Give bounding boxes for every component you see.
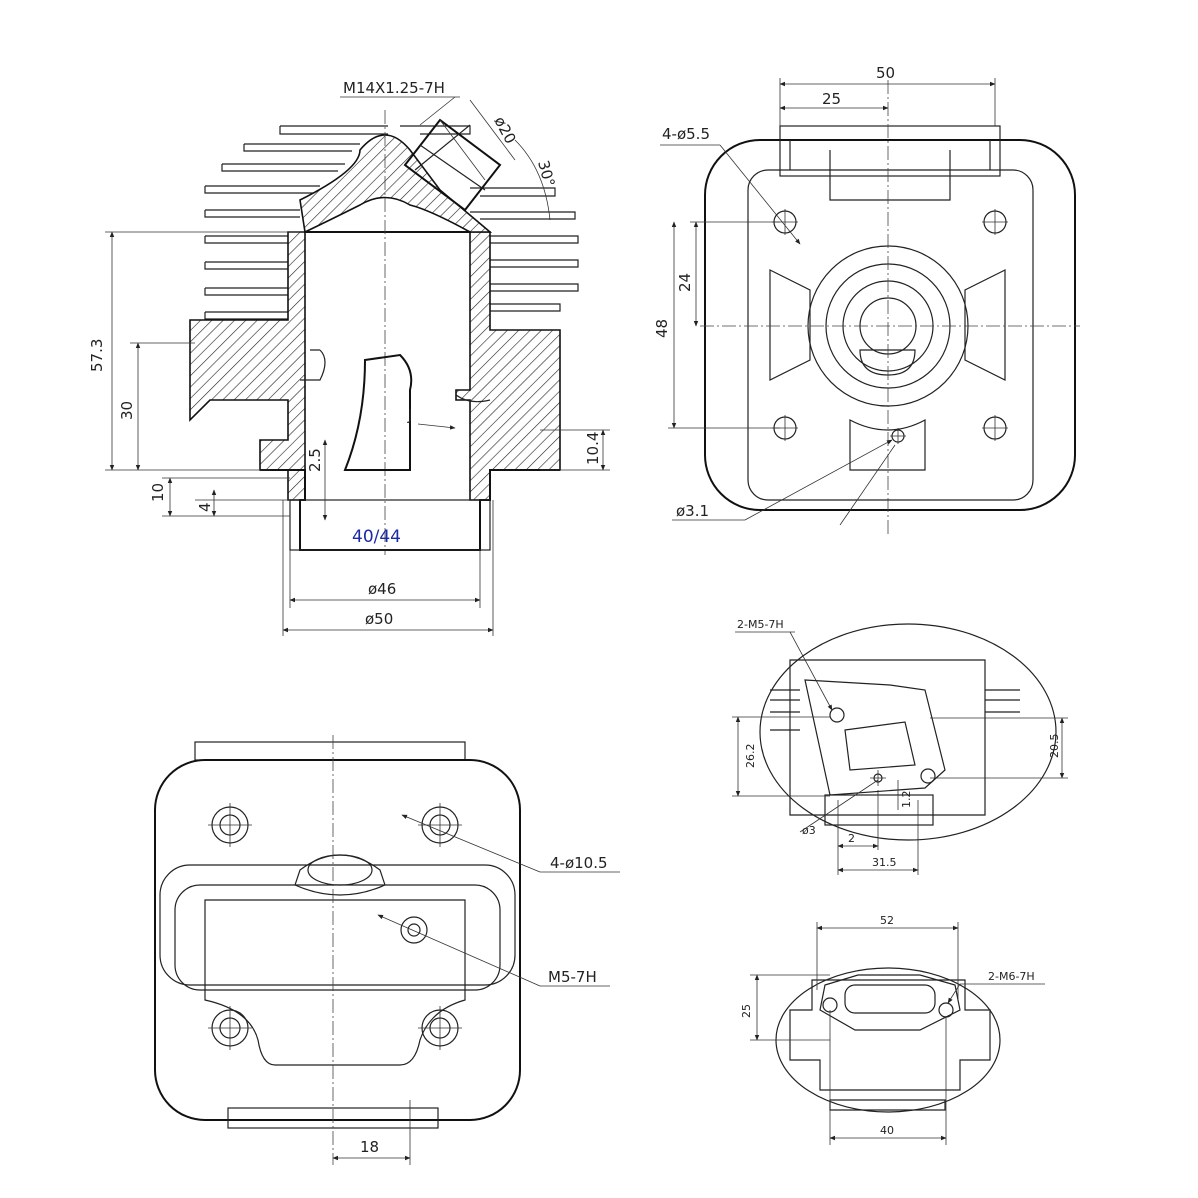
top-view: 50 25 4-ø5.5 24 48 ø3.1 [653,64,1080,535]
angle-30: 30° [534,158,558,188]
dim-30: 30 [118,401,136,420]
dim-18: 18 [360,1138,379,1156]
dim-1-2: 1.2 [900,791,913,809]
cylinder-wall-left [189,231,306,501]
thread-spec-intake: 2-M5-7H [737,618,784,631]
threaded-hole-m5 [400,916,428,944]
dim-d46: ø46 [368,580,396,598]
spark-plug-bore [403,118,502,212]
dim-d3: ø3 [802,824,816,837]
dim-40-exhaust: 40 [880,1124,894,1137]
holes-spec-front: 4-ø10.5 [550,854,608,872]
flange-hole-tr [418,803,462,847]
mounting-hole-br [982,415,1008,441]
dim-4: 4 [196,502,214,512]
flange-hole-br [418,1006,462,1050]
exhaust-stud-left [822,997,838,1013]
dim-48: 48 [653,319,671,338]
cylinder-wall-right [455,231,561,501]
dim-31-5: 31.5 [872,856,897,869]
front-view: 4-ø10.5 M5-7H 18 [154,735,620,1165]
dim-d50: ø50 [365,610,393,628]
thread-spec-front: M5-7H [548,968,597,986]
thread-spec-spark: M14X1.25-7H [343,79,445,97]
dim-2-5: 2.5 [306,448,324,472]
dim-52: 52 [880,914,894,927]
exhaust-stud-right [938,1002,954,1018]
base-flange [260,469,560,551]
transfer-port [343,353,413,471]
dim-25-top: 25 [822,90,841,108]
dim-10-4: 10.4 [584,432,602,465]
dim-d20: ø20 [490,113,519,146]
bore-size-label: 40/44 [352,527,401,547]
dim-20-5: 20.5 [1048,734,1061,759]
dim-10: 10 [149,483,167,502]
intake-view: 26.2 20.5 1.2 2-M5-7H ø3 2 31.5 [732,618,1068,875]
thread-spec-exhaust: 2-M6-7H [988,970,1035,983]
dim-50-top: 50 [876,64,895,82]
dim-24: 24 [676,273,694,292]
dim-57-3: 57.3 [88,339,106,372]
section-view: 57.3 30 10 4 2.5 10.4 J 40/44 ø46 ø50 M1… [88,79,610,636]
dim-d3-1: ø3.1 [676,502,709,520]
port-label-j: J [407,406,412,424]
holes-spec-top: 4-ø5.5 [662,125,710,143]
locating-pin [890,428,906,444]
dim-25-exhaust: 25 [740,1004,753,1018]
intake-pin [870,770,886,786]
mounting-hole-tr [982,209,1008,235]
exhaust-view: 52 2-M6-7H 25 40 [740,914,1045,1145]
combustion-dome [299,134,493,234]
dim-26-2: 26.2 [744,744,757,769]
flange-hole-tl [208,803,252,847]
flange-hole-bl [208,1006,252,1050]
cooling-fins-left [204,125,388,320]
dim-2: 2 [848,832,855,845]
